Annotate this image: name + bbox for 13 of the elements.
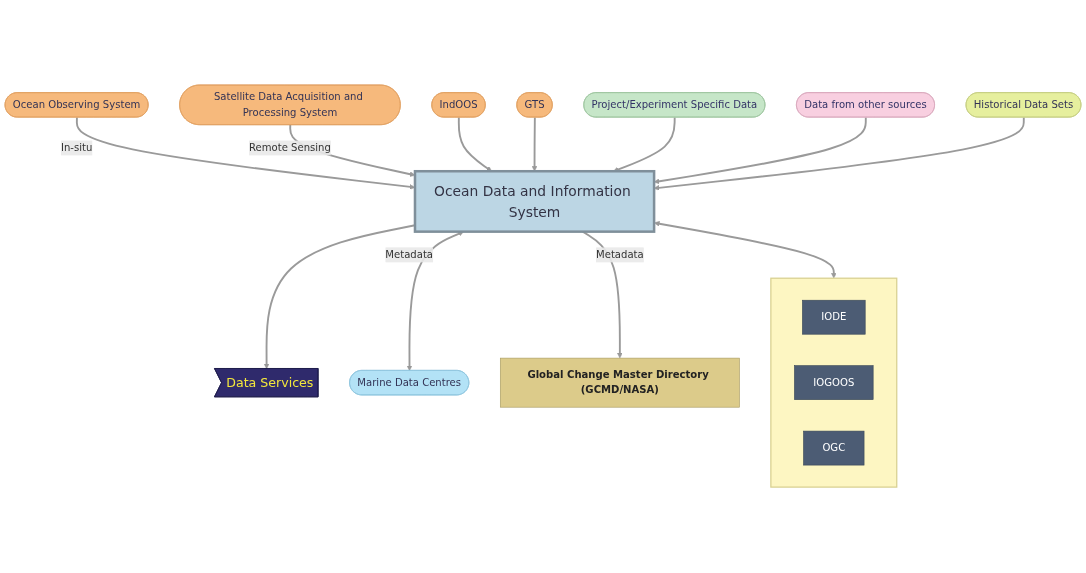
arrow — [654, 221, 837, 279]
edge-label: Metadata — [385, 249, 434, 262]
node-box: Ocean Data and Information System — [413, 170, 656, 234]
edge-label: Remote Sensing — [249, 142, 331, 155]
arrow — [457, 116, 492, 172]
node-box: IOGOOS — [794, 365, 874, 401]
node-box: OGC — [803, 431, 865, 466]
node-box: Global Change Master Directory (GCMD/NASA) — [500, 358, 740, 408]
cluster — [770, 278, 898, 489]
node-box: IODE — [802, 300, 866, 335]
edge-label: In-situ — [60, 142, 93, 155]
edge-label: Metadata — [596, 249, 644, 262]
arrow — [531, 116, 538, 172]
